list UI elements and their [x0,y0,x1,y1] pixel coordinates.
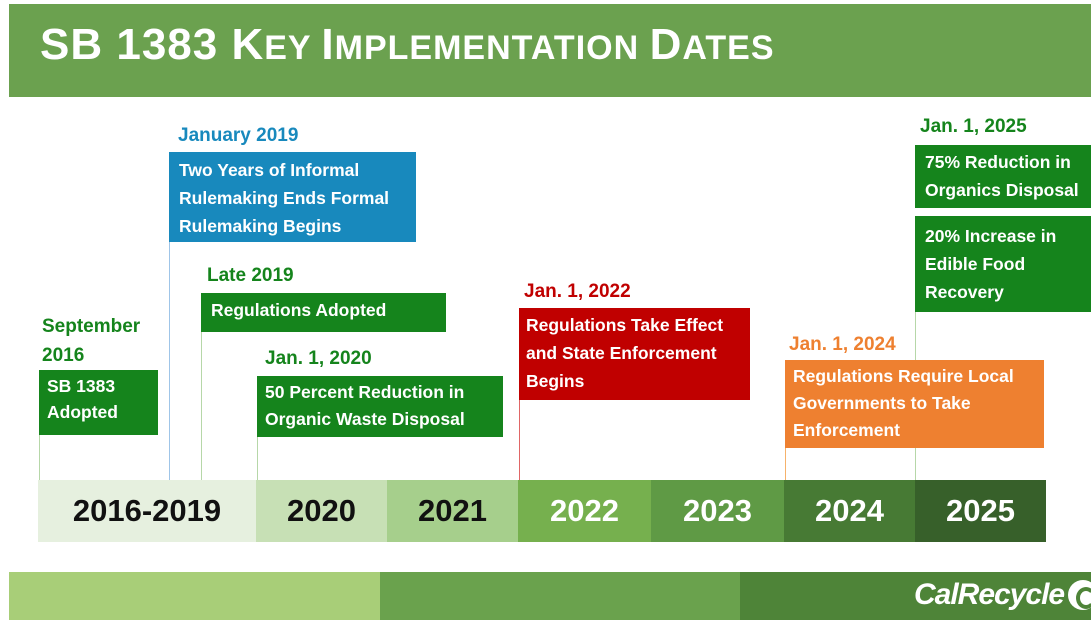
milestone-box-jan2019: Two Years of Informal Rulemaking Ends Fo… [169,152,416,242]
recycle-icon [1068,580,1091,610]
milestone-date-jan2022: Jan. 1, 2022 [524,281,631,302]
timeline-year-2022: 2022 [518,480,651,542]
timeline-year-2020: 2020 [256,480,387,542]
milestone-box-sep2016: SB 1383 Adopted [39,370,158,435]
milestone-box-jan2020: 50 Percent Reduction in Organic Waste Di… [257,376,503,437]
timeline-year-2023: 2023 [651,480,784,542]
milestone-date-jan2019: January 2019 [178,125,299,146]
milestone-date-late2019: Late 2019 [207,265,294,286]
footer-band-mid [380,572,760,620]
footer-band-dark [740,572,1091,620]
timeline-year-2021: 2021 [387,480,518,542]
page-title: SB 1383 KEY IMPLEMENTATION DATES [40,20,775,69]
milestone-date-jan2025: Jan. 1, 2025 [920,116,1027,137]
connector-jan2020 [257,437,258,482]
timeline-year-2016-2019: 2016-2019 [38,480,256,542]
milestone-box-late2019: Regulations Adopted [201,293,446,332]
connector-late2019 [201,332,202,482]
connector-jan2024 [785,448,786,482]
connector-sep2016 [39,432,40,482]
connector-jan2019 [169,242,170,482]
milestone-date-jan2020: Jan. 1, 2020 [265,348,372,369]
title-banner [9,4,1091,97]
milestone-date-jan2024: Jan. 1, 2024 [789,334,896,355]
milestone-box-jan2022: Regulations Take Effect and State Enforc… [519,308,750,400]
milestone-date-sep2016: September 2016 [42,316,141,366]
connector-jan2022 [519,400,520,482]
milestone-box-jan2025-food: 20% Increase in Edible Food Recovery [915,216,1091,312]
milestone-box-jan2024: Regulations Require Local Governments to… [785,360,1044,448]
milestone-box-jan2025-reduction: 75% Reduction in Organics Disposal [915,145,1091,208]
timeline-year-2024: 2024 [784,480,915,542]
calrecycle-logo: CalRecycle [914,578,1091,612]
timeline-year-2025: 2025 [915,480,1046,542]
footer-band-light [9,572,389,620]
